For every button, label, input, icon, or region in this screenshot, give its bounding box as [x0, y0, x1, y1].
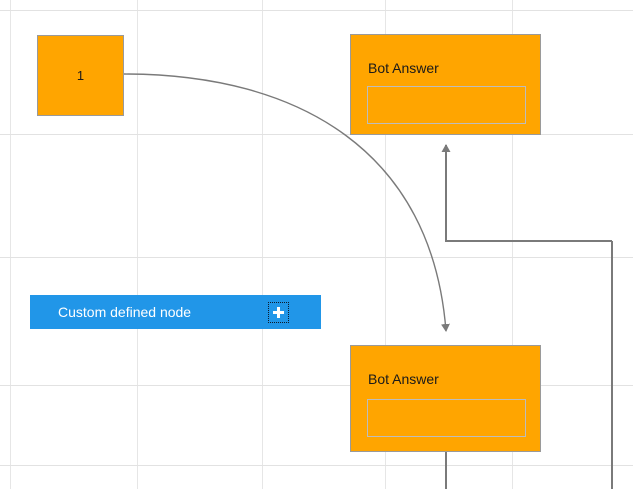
- node-bot-answer-bottom-title: Bot Answer: [368, 371, 439, 387]
- node-1[interactable]: 1: [37, 35, 124, 116]
- node-bot-answer-bottom[interactable]: Bot Answer: [350, 345, 541, 452]
- node-bot-answer-top-slot[interactable]: [367, 86, 526, 124]
- node-bot-answer-top-title: Bot Answer: [368, 60, 439, 76]
- node-bot-answer-bottom-slot[interactable]: [367, 399, 526, 437]
- plus-icon[interactable]: [268, 301, 289, 323]
- custom-defined-node-bar[interactable]: Custom defined node: [30, 295, 321, 329]
- edge-orthogonal-connector[interactable]: [441, 144, 612, 242]
- node-bot-answer-top[interactable]: Bot Answer: [350, 34, 541, 135]
- node-1-label: 1: [76, 68, 85, 83]
- custom-defined-node-label: Custom defined node: [58, 304, 192, 320]
- edge-curved-connector[interactable]: [123, 73, 450, 332]
